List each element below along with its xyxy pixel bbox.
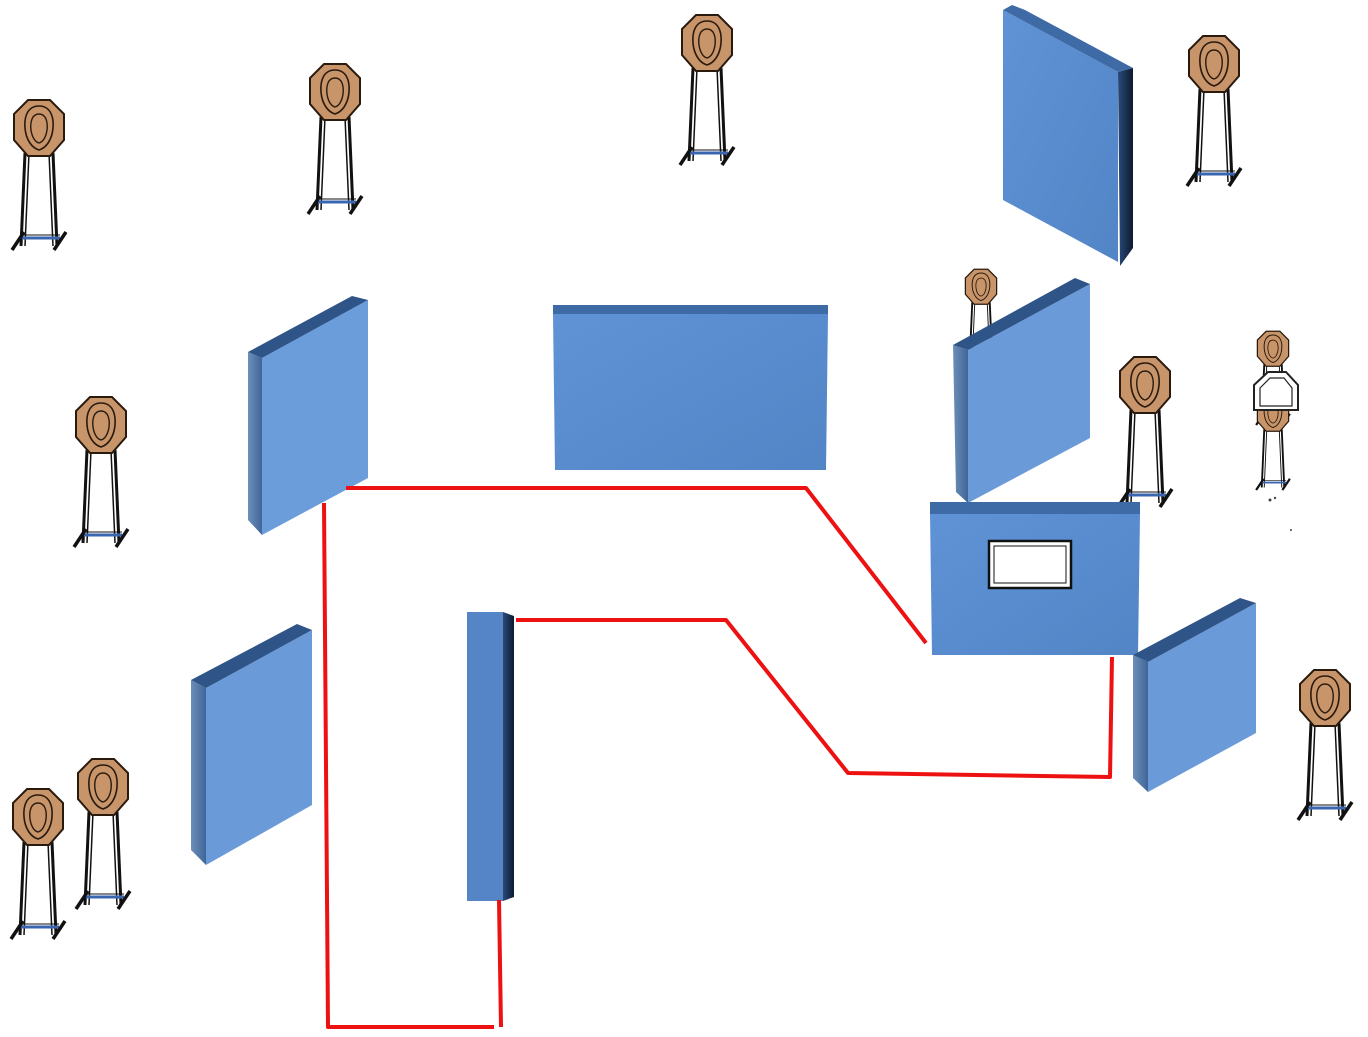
wall-left-upper: [248, 296, 368, 535]
target-2: [306, 62, 364, 216]
target-1: [10, 98, 68, 252]
wall-center-large: [553, 305, 828, 470]
target-13: [1253, 371, 1299, 411]
target-12: [9, 787, 67, 941]
target-10: [1296, 668, 1354, 822]
wall-back-right: [1003, 5, 1133, 266]
fault-line-narrow-wall-bottom: [497, 899, 503, 1028]
walls-group: [191, 5, 1256, 901]
wall-port: [930, 502, 1140, 655]
wall-right-angled: [953, 278, 1090, 503]
wall-left-lower: [191, 624, 312, 865]
wall-right-lower: [1133, 598, 1256, 792]
target-4: [1185, 34, 1243, 188]
fault-line-upper: [346, 486, 928, 645]
stray-marks: [1268, 496, 1292, 531]
target-11: [74, 757, 132, 911]
target-5: [74, 397, 128, 547]
wall-narrow-center: [467, 612, 514, 901]
target-7: [1116, 355, 1174, 509]
fault-lines: [322, 486, 1114, 1029]
fault-line-left-loop: [322, 502, 494, 1029]
fault-line-lower-right: [516, 618, 1114, 779]
target-3: [678, 13, 736, 167]
